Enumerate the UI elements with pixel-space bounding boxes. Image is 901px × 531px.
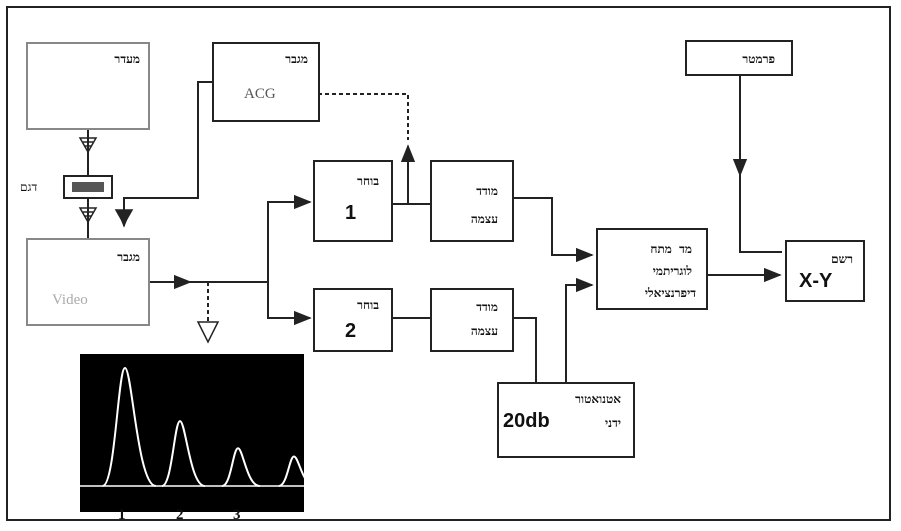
gate1-number: 1	[345, 202, 356, 225]
detector1-line2: עצמה	[471, 212, 498, 227]
trace-peak	[279, 457, 304, 487]
log-meter-block: מד מתח לוגריתמי דיפרנציאלי	[596, 228, 708, 310]
attenuator-line2: ידני	[605, 416, 621, 431]
gate2-label: בוחר	[357, 298, 379, 313]
gate2-number: 2	[345, 320, 356, 343]
log-meter-line2: לוגריתמי	[653, 264, 692, 279]
line-agc-dashed	[318, 94, 408, 140]
agc-amp-block: מגבר ACG	[212, 42, 320, 122]
recorder-label: רשם	[831, 252, 853, 267]
attenuator-line1: אטנואטור	[575, 392, 621, 407]
sample-label: דגם	[20, 180, 37, 195]
line-att-log	[566, 285, 592, 382]
gate1-block: בוחר 1	[313, 160, 393, 242]
video-amp-block: מגבר Video	[26, 238, 150, 326]
detector2-line1: מודד	[476, 300, 498, 315]
peak-label-2: 2	[176, 507, 184, 524]
probe-triangle	[198, 322, 218, 342]
oscilloscope-screen	[80, 354, 304, 512]
agc-amp-label: מגבר	[285, 52, 308, 67]
trace-peak	[222, 448, 260, 486]
video-amp-sub: Video	[52, 292, 88, 309]
detector1-block: מודד עצמה	[430, 160, 514, 242]
line-det2-att	[512, 318, 536, 382]
attenuator-block: אטנואטור 20db ידני	[497, 382, 635, 458]
gate2-block: בוחר 2	[313, 288, 393, 352]
log-meter-line3: דיפרנציאלי	[645, 286, 696, 301]
detector1-line1: מודד	[476, 184, 498, 199]
recorder-sub: X-Y	[799, 270, 832, 293]
agc-amp-sub: ACG	[244, 86, 276, 103]
trace-peak	[162, 421, 205, 486]
detector2-block: מודד עצמה	[430, 288, 514, 352]
peak-label-3: 3	[233, 507, 241, 524]
gate1-label: בוחר	[357, 174, 379, 189]
source-label: מעדר	[114, 52, 140, 67]
recorder-block: רשם X-Y	[785, 240, 865, 302]
sample-core	[72, 182, 104, 192]
log-meter-line1: מד מתח	[650, 242, 692, 257]
oscilloscope-trace	[80, 354, 304, 512]
detector2-line2: עצמה	[471, 324, 498, 339]
programmer-label: פרמטר	[742, 52, 775, 67]
line-to-gate2	[268, 282, 310, 318]
trace-peak	[103, 368, 156, 486]
peak-label-1: 1	[118, 507, 126, 524]
line-programmer-recorder	[740, 170, 782, 252]
programmer-block: פרמטר	[685, 40, 793, 76]
line-to-gate1	[268, 202, 310, 282]
attenuator-value: 20db	[503, 410, 550, 433]
source-block: מעדר	[26, 42, 150, 130]
video-amp-label: מגבר	[117, 250, 140, 265]
line-det1-log	[512, 198, 592, 255]
